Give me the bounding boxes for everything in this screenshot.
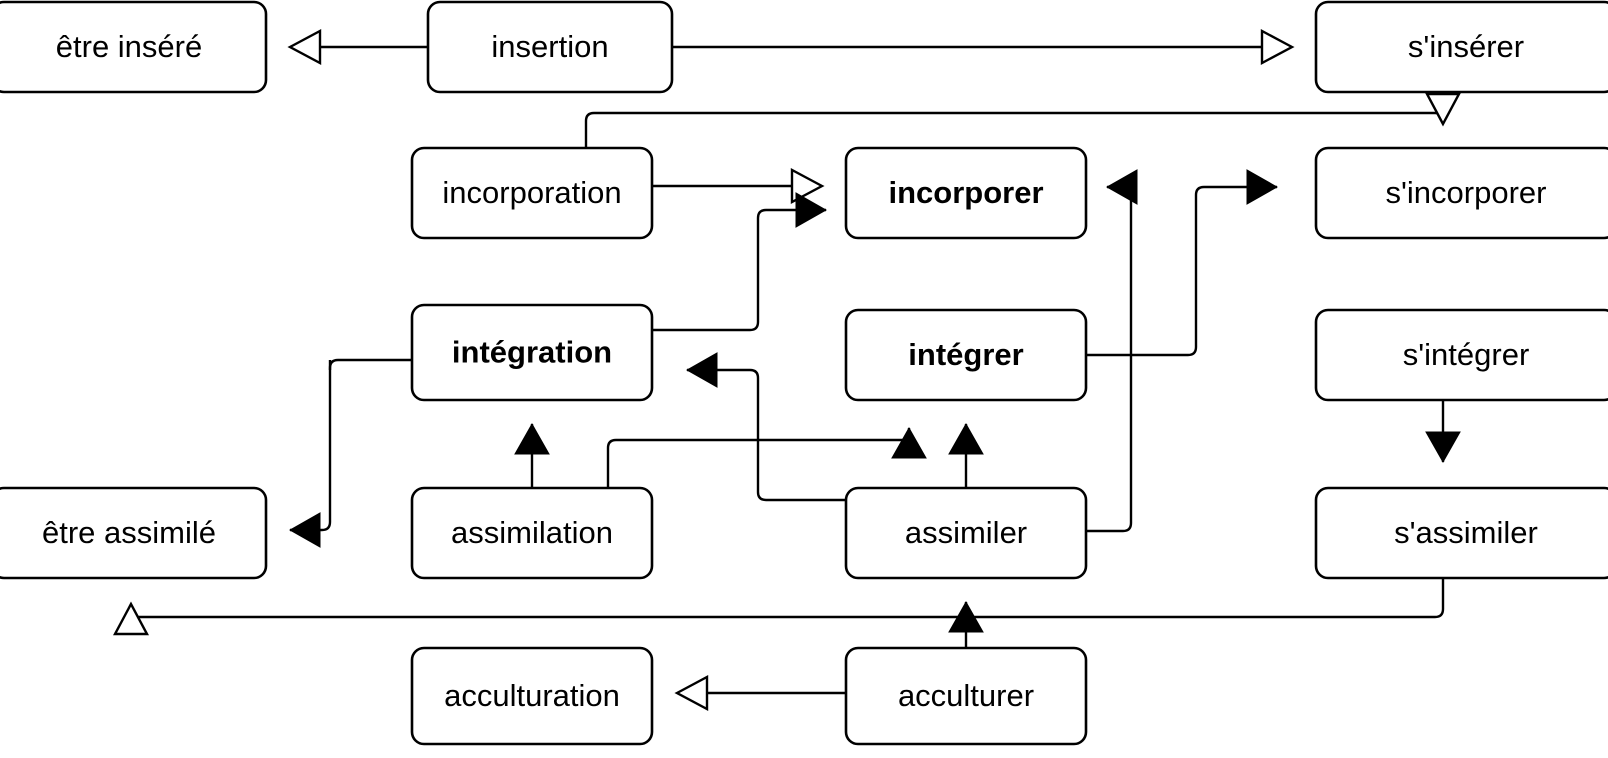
- node-box-incorporation: [410, 146, 654, 240]
- node-s-incorporer[interactable]: s'incorporer: [1314, 146, 1608, 240]
- edge-assimiler-pass-to-etre-assimile: [290, 360, 332, 532]
- node-s-integrer[interactable]: s'intégrer: [1314, 308, 1608, 402]
- arrowhead-filled-e5: [795, 192, 828, 228]
- edge-s-assimiler-to-etre-assimile: [129, 578, 1445, 619]
- node-assimilation[interactable]: assimilation: [410, 486, 654, 580]
- node-label-s-assimiler: s'assimiler: [1394, 515, 1538, 550]
- arrowhead-layer: [113, 29, 1461, 711]
- arrowhead-filled-e11: [948, 422, 984, 455]
- node-box-assimiler: [844, 486, 1088, 580]
- edge-assimiler-to-incorporer: [1086, 185, 1133, 533]
- node-box-s-assimiler: [1314, 486, 1608, 580]
- node-s-inserer[interactable]: s'insérer: [1314, 0, 1608, 94]
- node-label-assimilation: assimilation: [451, 515, 613, 550]
- node-box-integrer: [844, 308, 1088, 402]
- arrowhead-hollow-e3: [1425, 92, 1461, 127]
- node-assimiler[interactable]: assimiler: [844, 486, 1088, 580]
- arrowhead-hollow-e15: [113, 601, 149, 636]
- node-etre-assimile[interactable]: être assimilé: [0, 486, 268, 580]
- edge-integrer-to-s-incorporer: [1086, 185, 1277, 357]
- node-label-acculturer: acculturer: [898, 678, 1034, 713]
- node-box-integration: [410, 303, 654, 402]
- arrowhead-filled-e6: [1105, 169, 1138, 205]
- node-box-insertion: [426, 0, 674, 94]
- node-s-assimiler[interactable]: s'assimiler: [1314, 486, 1608, 580]
- node-label-insertion: insertion: [491, 29, 608, 64]
- node-box-s-integrer: [1314, 308, 1608, 402]
- edge-integration-to-incorporer: [652, 208, 826, 332]
- node-acculturer[interactable]: acculturer: [844, 646, 1088, 746]
- arrowhead-hollow-e2: [1260, 29, 1295, 65]
- edge-incorporation-to-s-incorporer: [584, 111, 1445, 148]
- arrowhead-filled-e14: [1425, 431, 1461, 464]
- edge-assimiler-to-integration: [687, 368, 846, 502]
- node-box-s-inserer: [1314, 0, 1608, 94]
- node-box-acculturer: [844, 646, 1088, 746]
- node-label-etre-assimile: être assimilé: [42, 515, 216, 550]
- arrowhead-filled-e9: [514, 422, 550, 455]
- node-label-s-inserer: s'insérer: [1408, 29, 1524, 64]
- node-box-acculturation: [410, 646, 654, 746]
- node-label-acculturation: acculturation: [444, 678, 620, 713]
- node-acculturation[interactable]: acculturation: [410, 646, 654, 746]
- node-integration[interactable]: intégration: [410, 303, 654, 402]
- arrowhead-filled-e10: [891, 426, 927, 459]
- node-box-incorporer: [844, 146, 1088, 240]
- node-box-s-incorporer: [1314, 146, 1608, 240]
- edge-layer: [129, 45, 1445, 695]
- arrowhead-filled-e17: [948, 600, 984, 633]
- arrowhead-filled-e7: [1246, 169, 1279, 205]
- node-box-etre-insere: [0, 0, 268, 94]
- node-label-integrer: intégrer: [908, 337, 1023, 372]
- arrowhead-hollow-e1: [287, 29, 322, 65]
- arrowhead-filled-e13: [288, 512, 321, 548]
- edge-integration-to-etre-assimile: [328, 358, 412, 370]
- arrowhead-hollow-e16: [674, 675, 709, 711]
- node-label-s-incorporer: s'incorporer: [1386, 175, 1547, 210]
- node-etre-insere[interactable]: être inséré: [0, 0, 268, 94]
- node-label-etre-insere: être inséré: [56, 29, 202, 64]
- node-box-assimilation: [410, 486, 654, 580]
- arrowhead-hollow-e4: [790, 168, 825, 204]
- node-label-integration: intégration: [452, 335, 612, 370]
- arrowhead-filled-e8: [685, 352, 718, 388]
- node-insertion[interactable]: insertion: [426, 0, 674, 94]
- node-incorporation[interactable]: incorporation: [410, 146, 654, 240]
- node-label-incorporation: incorporation: [442, 175, 621, 210]
- node-incorporer[interactable]: incorporer: [844, 146, 1088, 240]
- node-label-incorporer: incorporer: [888, 175, 1043, 210]
- node-integrer[interactable]: intégrer: [844, 308, 1088, 402]
- node-label-assimiler: assimiler: [905, 515, 1027, 550]
- node-box-etre-assimile: [0, 486, 268, 580]
- node-label-s-integrer: s'intégrer: [1403, 337, 1530, 372]
